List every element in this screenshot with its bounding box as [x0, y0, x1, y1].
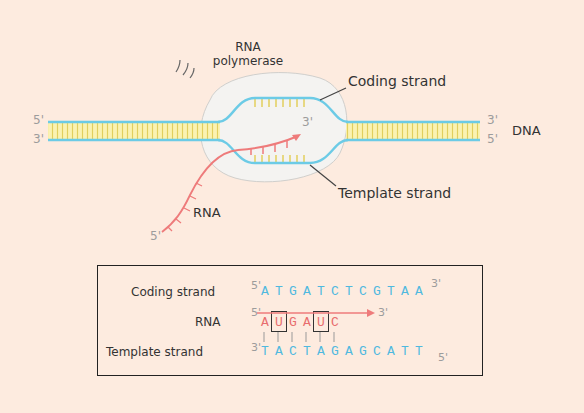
rna-sequence: C [331, 316, 345, 331]
rna-base: U [317, 316, 331, 331]
end-label: 3' [378, 307, 388, 320]
strand-name: Coding strand [131, 286, 215, 300]
strand-callout: Template strand [338, 185, 451, 201]
enzyme-label: RNA polymerase [208, 41, 288, 69]
end-label: 3' [302, 116, 313, 130]
highlight-box: U [313, 311, 329, 332]
rna-sequence: A [261, 316, 275, 331]
molecule-label: DNA [512, 124, 541, 139]
strand-callout: Coding strand [348, 73, 446, 89]
dna-sequence: ATGATCTCGTAA [261, 285, 429, 300]
dna-band [48, 122, 220, 140]
end-label: 5' [33, 114, 44, 128]
base-pairs [48, 122, 220, 140]
rna-arrowhead [367, 309, 375, 317]
end-label: 3' [431, 278, 441, 291]
dna-sequence: TACTAGAGCATT [261, 345, 429, 360]
dna-strand [48, 139, 220, 141]
dna-strand [48, 121, 220, 123]
pairing-ticks [264, 332, 334, 342]
strand-name: RNA [195, 316, 221, 330]
polymerase-blob: RNA polymerase [190, 38, 352, 188]
polymerase-shape [201, 73, 347, 182]
end-label: 5' [150, 230, 161, 244]
base-pairs [346, 122, 480, 140]
end-label: 5' [487, 133, 498, 147]
end-label: 5' [438, 352, 448, 365]
motion-marks [176, 60, 194, 78]
end-label: 3' [33, 133, 44, 147]
sequence-box: Coding strand5'ATGATCTCGTAA3'RNA5'AGAC3'… [97, 265, 483, 376]
end-label: 3' [251, 342, 261, 355]
dna-band [346, 122, 480, 140]
highlight-box: U [271, 311, 287, 332]
dna-strand [346, 139, 480, 141]
end-label: 3' [487, 114, 498, 128]
end-label: 5' [251, 280, 261, 293]
dna-strand [346, 121, 480, 123]
end-label: 5' [251, 307, 261, 320]
strand-name: Template strand [106, 346, 203, 360]
molecule-label: RNA [193, 206, 221, 221]
rna-base: U [275, 316, 289, 331]
